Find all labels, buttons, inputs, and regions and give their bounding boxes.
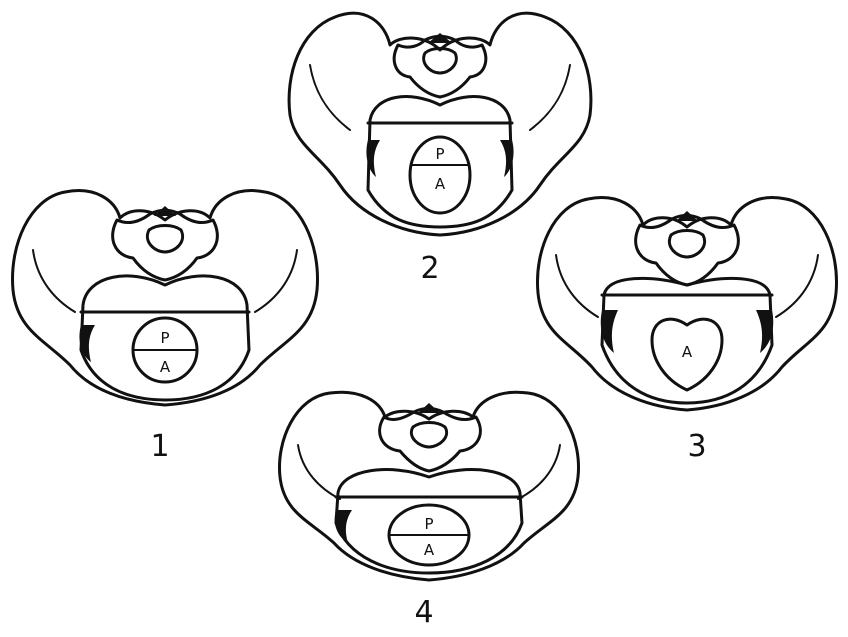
top-letter: P: [424, 515, 433, 533]
pelvic-inlet: P A: [335, 470, 522, 573]
bottom-letter: A: [682, 343, 693, 361]
figure-number-1: 1: [140, 432, 180, 462]
figure-number-3: 3: [677, 432, 717, 462]
top-letter: P: [435, 145, 444, 163]
figure-number-4: 4: [404, 598, 444, 628]
sacrum: [394, 33, 486, 97]
sacrum: [636, 211, 739, 285]
bottom-letter: A: [160, 358, 171, 376]
sacrum: [113, 206, 218, 280]
pelvis-figure-1: P A: [5, 180, 325, 410]
top-letter: P: [160, 329, 169, 347]
pelvic-inlet: P A: [79, 276, 249, 400]
pelvis-figure-3: A: [530, 185, 845, 415]
figure-number-2: 2: [410, 254, 450, 284]
bottom-letter: A: [435, 175, 446, 193]
pelvic-inlet: A: [601, 278, 774, 403]
pelvis-figure-4: P A: [272, 385, 587, 585]
bottom-letter: A: [424, 541, 435, 559]
pelvic-inlet: P A: [366, 97, 513, 227]
